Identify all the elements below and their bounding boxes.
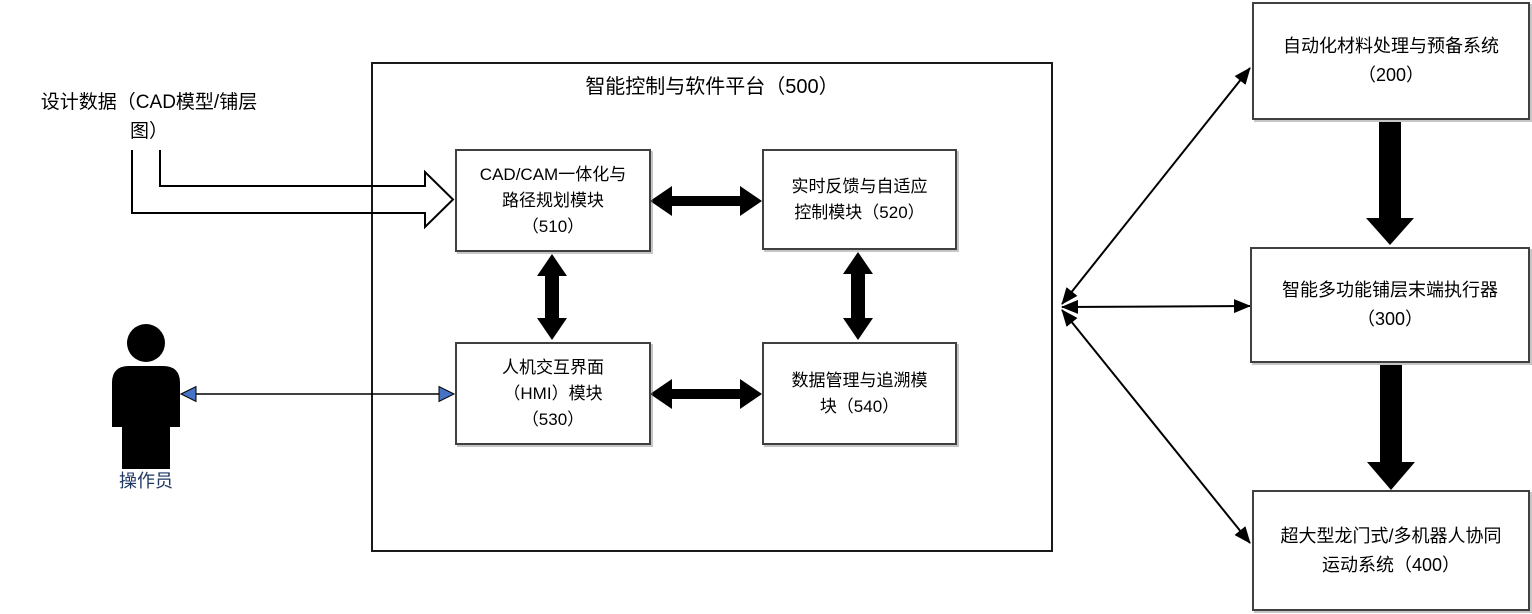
flow-300-to-400-block-arrow [1367, 365, 1415, 490]
module-510-line1: CAD/CAM一体化与 [479, 164, 627, 184]
link-520-540-double-arrow [843, 252, 873, 340]
system-box-400: 超大型龙门式/多机器人协同 运动系统（400） [1252, 490, 1530, 611]
platform-title: 智能控制与软件平台（500） [585, 76, 839, 98]
module-540-line1: 数据管理与追溯模 [791, 370, 928, 390]
module-530-line3: （530） [521, 409, 585, 429]
operator-label: 操作员 [119, 471, 173, 491]
module-box-510: CAD/CAM一体化与 路径规划模块 （510） [455, 149, 651, 252]
platform-box-500 [371, 62, 1053, 552]
link-510-530-double-arrow [537, 254, 567, 340]
system-300-line1: 智能多功能铺层末端执行器 [1282, 280, 1498, 300]
module-box-520: 实时反馈与自适应 控制模块（520） [762, 149, 957, 250]
link-530-540-double-arrow [650, 379, 762, 409]
design-data-hollow-arrow [131, 150, 455, 230]
platform-to-400-link [1061, 309, 1251, 544]
platform-to-300-link [1061, 299, 1251, 314]
platform-to-200-link [1061, 67, 1251, 305]
module-box-540: 数据管理与追溯模 块（540） [762, 342, 957, 445]
design-data-label: 设计数据（CAD模型/铺层 图） [2, 88, 296, 146]
module-510-line3: （510） [521, 216, 585, 236]
system-200-line1: 自动化材料处理与预备系统 [1283, 36, 1499, 56]
operator-icon [112, 324, 180, 469]
module-510-line2: 路径规划模块 [502, 190, 604, 210]
design-data-label-line1: 设计数据（CAD模型/铺层 [40, 92, 258, 113]
link-510-520-double-arrow [650, 186, 762, 216]
module-530-line2: （HMI）模块 [503, 383, 603, 403]
system-300-line2: （300） [1356, 309, 1424, 329]
module-540-line2: 块（540） [819, 396, 900, 416]
operator-arrowhead-right [438, 385, 456, 403]
module-530-line1: 人机交互界面 [502, 357, 604, 377]
module-520-line2: 控制模块（520） [794, 202, 925, 222]
flow-200-to-300-block-arrow [1366, 122, 1414, 245]
system-400-line2: 运动系统（400） [1321, 554, 1461, 575]
system-box-300: 智能多功能铺层末端执行器 （300） [1250, 247, 1530, 363]
operator-arrowhead-left [179, 385, 197, 403]
system-400-line1: 超大型龙门式/多机器人协同 [1280, 525, 1502, 546]
design-data-label-line2: 图） [129, 121, 168, 142]
system-box-200: 自动化材料处理与预备系统 （200） [1252, 2, 1530, 120]
module-box-530: 人机交互界面 （HMI）模块 （530） [455, 342, 651, 445]
system-200-line2: （200） [1357, 65, 1425, 85]
module-520-line1: 实时反馈与自适应 [791, 176, 928, 196]
